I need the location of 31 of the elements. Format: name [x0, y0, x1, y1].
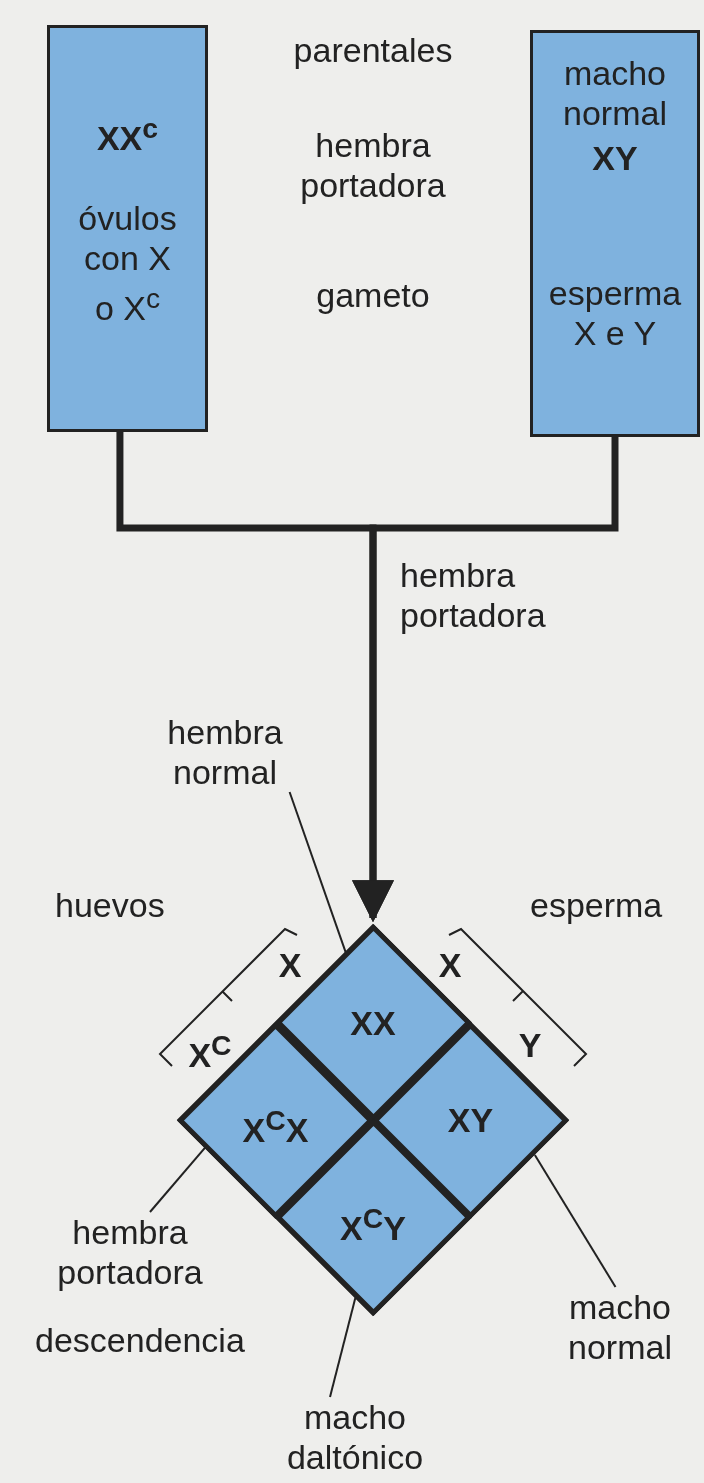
text-label: hembra portadora: [400, 555, 547, 635]
arrow: [352, 437, 619, 923]
genotype: XX: [350, 1002, 396, 1043]
allele-label: X: [437, 945, 463, 985]
genotype: XY: [447, 1100, 494, 1140]
box-text: esperma X e Y: [547, 273, 683, 353]
annotation-text: hembra portadora: [30, 1212, 230, 1292]
genotype: XX$^{c}$: [95, 111, 160, 159]
text-label: esperma: [530, 885, 664, 925]
allele-label: X: [277, 945, 303, 985]
text-label: hembra portadora: [299, 125, 447, 205]
box-text: macho normal: [562, 53, 668, 133]
annotation-text: hembra normal: [140, 712, 310, 792]
text-label: parentales: [292, 30, 454, 70]
leader-line: [288, 791, 347, 954]
leader-line: [149, 1146, 207, 1213]
genotype: X$^{C}$Y: [340, 1200, 406, 1248]
text-label: huevos: [55, 885, 166, 925]
allele-label: X$^{C}$: [187, 1028, 233, 1076]
genotype: X$^{C}$X: [242, 1103, 309, 1151]
allele-label: Y: [517, 1025, 543, 1065]
box-text: óvulos con X o X$^{c}$: [77, 198, 178, 329]
parent-box: [47, 25, 208, 432]
annotation-text: macho normal: [545, 1287, 695, 1367]
text-label: descendencia: [35, 1320, 246, 1360]
text-label: gameto: [315, 275, 431, 315]
parent-box: [530, 30, 700, 437]
leader-line: [329, 1296, 357, 1398]
genotype: XY: [591, 138, 639, 178]
leader-line: [533, 1154, 617, 1288]
annotation-text: macho daltónico: [255, 1397, 455, 1477]
